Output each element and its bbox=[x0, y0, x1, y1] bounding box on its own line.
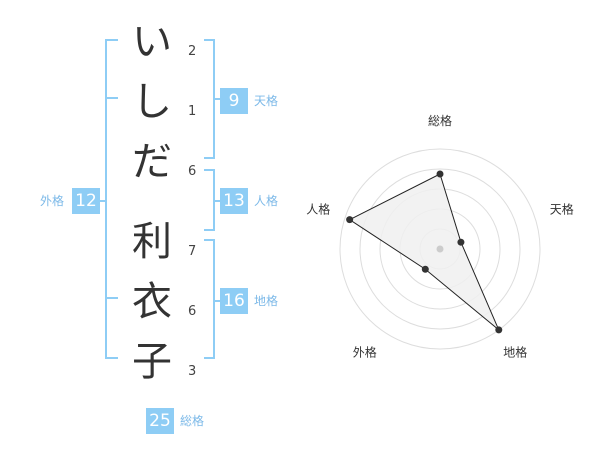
radar-axis-label: 外格 bbox=[353, 345, 377, 360]
jinkaku-value-badge: 13 bbox=[220, 188, 248, 214]
soukaku-value-badge: 25 bbox=[146, 408, 174, 434]
jinkaku-label: 人格 bbox=[254, 194, 279, 208]
stroke-count: 6 bbox=[188, 304, 197, 319]
radar-point bbox=[421, 265, 429, 273]
chikaku-value-badge: 16 bbox=[220, 288, 248, 314]
radar-ring bbox=[359, 168, 521, 330]
stroke-count: 2 bbox=[188, 44, 197, 59]
chikaku-label: 地格 bbox=[254, 294, 279, 308]
tenkaku-value-badge: 9 bbox=[220, 88, 248, 114]
gaikaku-label: 外格 bbox=[40, 194, 65, 208]
soukaku-label: 総格 bbox=[180, 414, 205, 428]
radar-point bbox=[346, 216, 354, 224]
tenkaku-label: 天格 bbox=[254, 94, 279, 108]
radar-point bbox=[495, 326, 503, 334]
stroke-count: 1 bbox=[188, 104, 197, 119]
radar-ring bbox=[339, 148, 541, 350]
chikaku-bracket bbox=[204, 239, 215, 359]
given-char-1: 利 bbox=[132, 219, 172, 265]
gaikaku-value-badge: 12 bbox=[72, 188, 100, 214]
surname-char-3: だ bbox=[132, 139, 172, 185]
stroke-count: 3 bbox=[188, 364, 197, 379]
surname-char-2: し bbox=[132, 79, 172, 125]
radar-axis-label: 天格 bbox=[550, 201, 574, 216]
surname-char-1: い bbox=[132, 19, 172, 65]
radar-center-dot bbox=[436, 245, 444, 253]
gaikaku-bracket bbox=[105, 39, 118, 359]
radar-axis-label: 人格 bbox=[306, 201, 330, 216]
given-char-3: 子 bbox=[132, 339, 172, 385]
radar-axis-label: 総格 bbox=[428, 113, 452, 128]
radar-point bbox=[457, 238, 465, 246]
stroke-count: 7 bbox=[188, 244, 197, 259]
stroke-count: 6 bbox=[188, 164, 197, 179]
radar-series-polygon bbox=[348, 173, 500, 331]
radar-point bbox=[436, 170, 444, 178]
radar-axis-label: 地格 bbox=[503, 345, 527, 360]
given-char-2: 衣 bbox=[132, 279, 172, 325]
